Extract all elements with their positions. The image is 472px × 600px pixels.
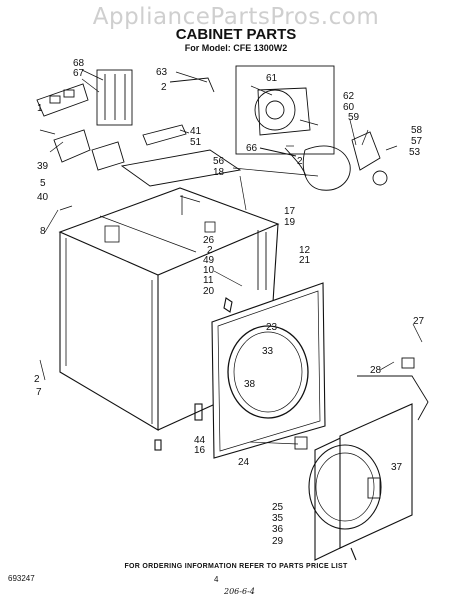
callout-19: 19 xyxy=(284,217,296,228)
callout-61: 61 xyxy=(266,73,278,84)
callout-58: 58 xyxy=(411,125,423,136)
page-number: 4 xyxy=(214,575,219,584)
callout-60: 60 xyxy=(343,102,355,113)
callout-40: 40 xyxy=(37,192,49,203)
callout-21: 21 xyxy=(299,255,311,266)
callout-53: 53 xyxy=(409,147,421,158)
loading-door xyxy=(294,357,429,561)
callout-36: 36 xyxy=(272,524,284,535)
callout-67: 67 xyxy=(73,68,85,79)
model-subtitle: For Model: CFE 1300W2 xyxy=(184,43,288,53)
console-parts xyxy=(36,69,242,211)
callout-1: 1 xyxy=(37,103,43,114)
callout-41: 41 xyxy=(190,126,202,137)
ordering-footer: FOR ORDERING INFORMATION REFER TO PARTS … xyxy=(124,563,348,570)
callout-44: 44 xyxy=(194,435,206,446)
callout-10: 10 xyxy=(203,265,215,276)
callout-23: 23 xyxy=(266,322,278,333)
callout-68: 68 xyxy=(73,58,85,69)
callout-51: 51 xyxy=(190,137,202,148)
document-number: 693247 xyxy=(8,574,35,583)
watermark: AppliancePartsPros.com xyxy=(92,4,380,30)
callout-25: 25 xyxy=(272,502,284,513)
callout-7: 7 xyxy=(36,387,42,398)
callout-37: 37 xyxy=(391,462,403,473)
motor-drive-assembly xyxy=(179,65,388,203)
callout-16: 16 xyxy=(194,445,206,456)
callout-2: 2 xyxy=(207,245,213,256)
callout-2: 2 xyxy=(297,156,303,167)
callout-35: 35 xyxy=(272,513,284,524)
callout-33: 33 xyxy=(262,346,274,357)
callout-2: 2 xyxy=(161,82,167,93)
callout-18: 18 xyxy=(213,167,225,178)
callout-11: 11 xyxy=(203,275,214,286)
callout-12: 12 xyxy=(299,245,311,256)
callout-17: 17 xyxy=(284,206,296,217)
handwritten-note: 206-6-4 xyxy=(224,587,255,596)
callout-62: 62 xyxy=(343,91,355,102)
callout-28: 28 xyxy=(370,365,382,376)
callout-57: 57 xyxy=(411,136,423,147)
callout-29: 29 xyxy=(272,536,284,547)
front-panel xyxy=(154,282,326,459)
callout-56: 56 xyxy=(213,156,225,167)
callout-27: 27 xyxy=(413,316,425,327)
callout-24: 24 xyxy=(238,457,250,468)
leader-lines xyxy=(39,69,423,445)
callout-5: 5 xyxy=(40,178,46,189)
callout-26: 26 xyxy=(203,235,215,246)
callout-20: 20 xyxy=(203,286,215,297)
callout-66: 66 xyxy=(246,143,258,154)
callout-49: 49 xyxy=(203,255,215,266)
callout-63: 63 xyxy=(156,67,168,78)
cabinet-drawing xyxy=(58,187,280,431)
callout-2: 2 xyxy=(34,374,40,385)
callout-38: 38 xyxy=(244,379,256,390)
callout-39: 39 xyxy=(37,161,49,172)
diagram-title: CABINET PARTS xyxy=(175,26,297,43)
callout-8: 8 xyxy=(40,226,46,237)
callout-59: 59 xyxy=(348,112,360,123)
